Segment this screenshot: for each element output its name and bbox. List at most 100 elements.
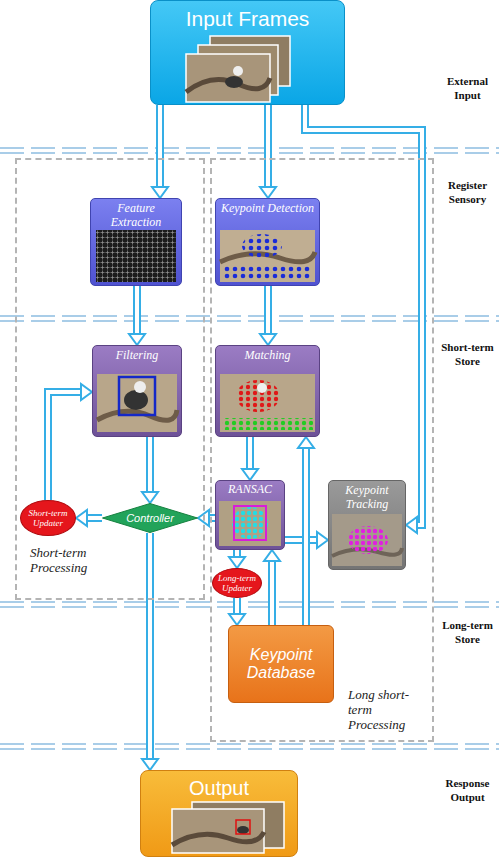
- arrow-core: [86, 516, 102, 520]
- input-box: Input Frames: [150, 0, 345, 105]
- arrow-outline: [302, 447, 310, 625]
- arrow-outline: [264, 105, 272, 188]
- processing-region: Keypoint DetectionMatchingRANSAC Keypoint…: [210, 158, 434, 742]
- flow-arrow: [229, 598, 245, 625]
- flow-arrow: [76, 510, 102, 526]
- arrow-outline: [268, 560, 276, 625]
- arrow-outline: [264, 286, 272, 335]
- node-label: Keypoint Database: [232, 646, 330, 683]
- flow-arrow: [152, 105, 168, 198]
- input-frames-picture: [186, 36, 290, 102]
- updater-ellipse: Short-term Updater: [20, 500, 76, 536]
- arrow-core: [266, 286, 270, 335]
- diamond-outline: [103, 504, 198, 533]
- flow-arrow: [142, 533, 158, 770]
- updater-ellipse: Long-term Updater: [212, 568, 262, 598]
- process-box: Feature Extraction: [90, 198, 182, 286]
- node-label: Controller: [106, 512, 194, 525]
- arrow-core: [305, 105, 422, 525]
- node-label: Matching: [219, 349, 316, 363]
- matching-picture: [220, 374, 315, 432]
- flow-arrow: [242, 437, 258, 480]
- arrow-core: [158, 105, 162, 188]
- flow-arrow: [298, 437, 314, 625]
- node-label: Keypoint Tracking: [332, 484, 402, 512]
- arrow-core: [235, 598, 239, 615]
- arrow-core: [285, 538, 318, 542]
- feature-map-picture: [96, 230, 176, 282]
- node-label: Input Frames: [154, 7, 341, 31]
- process-box: Keypoint Tracking: [328, 480, 406, 570]
- arrow-outline: [146, 437, 154, 493]
- arrow-head: [406, 517, 417, 533]
- process-box: Matching: [215, 345, 320, 437]
- flow-arrow: [229, 550, 245, 568]
- stage-label: Register Sensory: [438, 178, 497, 207]
- flow-arrow: [260, 286, 276, 345]
- tracking-picture: [332, 514, 402, 566]
- arrow-outline: [133, 286, 141, 335]
- flow-arrow: [142, 437, 158, 503]
- stage-label: External Input: [438, 74, 497, 103]
- arrow-outline: [156, 105, 164, 188]
- arrow-core: [48, 392, 82, 500]
- ransac-picture: [219, 501, 281, 546]
- arrow-core: [270, 560, 274, 625]
- arrow-head: [152, 187, 168, 198]
- stage-label: Response Output: [438, 776, 497, 805]
- arrow-core: [148, 533, 152, 760]
- arrow-head: [317, 532, 328, 548]
- output-frames-picture: [172, 802, 284, 853]
- arrow-outline: [246, 437, 254, 470]
- region-label: Long short-term Processing: [348, 688, 432, 733]
- arrow-head: [242, 469, 258, 480]
- stage-label: Short-term Store: [438, 340, 497, 369]
- node-label: RANSAC: [219, 483, 281, 497]
- decision-diamond: Controller: [102, 503, 198, 533]
- arrow-head: [76, 510, 87, 526]
- flow-arrow: [264, 550, 280, 625]
- arrow-head: [260, 187, 276, 198]
- arrow-outline: [48, 392, 82, 500]
- arrow-outline: [86, 514, 102, 522]
- node-label: Feature Extraction: [94, 202, 178, 230]
- process-box: RANSAC: [215, 480, 285, 550]
- flow-arrow: [260, 105, 276, 198]
- arrow-head: [260, 334, 276, 345]
- arrow-core: [248, 437, 252, 470]
- region-label: Short-term Processing: [30, 546, 140, 576]
- arrow-core: [135, 286, 139, 335]
- arrow-core: [304, 447, 308, 625]
- filtering-picture: [97, 374, 177, 432]
- node-label: Short-term Updater: [22, 508, 74, 529]
- arrow-outline: [146, 533, 154, 760]
- flow-arrow: [305, 105, 422, 533]
- arrow-head: [298, 437, 314, 448]
- arrow-core: [148, 437, 152, 493]
- node-label: Output: [144, 777, 294, 800]
- node-label: Filtering: [96, 349, 178, 363]
- arrow-head: [142, 759, 158, 770]
- arrow-head: [142, 492, 158, 503]
- arrow-head: [229, 614, 245, 625]
- arrow-head: [81, 384, 92, 400]
- processing-region: Feature ExtractionFilteringShort-term Up…: [15, 158, 205, 600]
- arrow-head: [129, 334, 145, 345]
- flow-arrow: [198, 510, 215, 526]
- arrow-core: [266, 105, 270, 188]
- process-box: Filtering: [92, 345, 182, 437]
- flow-arrow: [129, 286, 145, 345]
- arrow-outline: [305, 105, 422, 525]
- stage-label: Long-term Store: [438, 618, 497, 647]
- node-label: Long-term Updater: [214, 573, 260, 594]
- flow-arrow: [48, 384, 92, 500]
- arrow-head: [264, 550, 280, 561]
- database-box: Keypoint Database: [228, 625, 334, 703]
- arrow-outline: [285, 536, 318, 544]
- arrow-outline: [233, 598, 241, 615]
- output-box: Output: [140, 770, 298, 857]
- process-box: Keypoint Detection: [215, 198, 320, 286]
- node-label: Keypoint Detection: [219, 202, 316, 216]
- keypoint-picture: [220, 230, 315, 282]
